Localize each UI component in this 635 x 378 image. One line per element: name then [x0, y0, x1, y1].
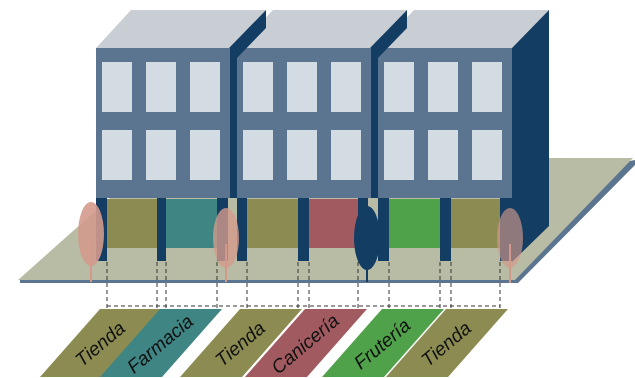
building-2-roof [237, 10, 407, 48]
pillar [378, 198, 389, 261]
pillar [298, 198, 309, 261]
window [190, 62, 220, 112]
window [146, 62, 176, 112]
window [102, 130, 132, 180]
storefront [107, 199, 157, 248]
pillars [96, 198, 513, 261]
buildings [96, 10, 549, 262]
building-1-side [229, 10, 266, 198]
tree-icon [78, 202, 104, 282]
building-3-roof [378, 10, 549, 48]
window [472, 130, 502, 180]
building-2-side [370, 10, 407, 198]
storefront [309, 199, 358, 248]
trees [78, 202, 523, 283]
leader-lines [106, 262, 501, 310]
window [146, 130, 176, 180]
shop-tag-shape [386, 309, 508, 377]
storefront [166, 199, 217, 248]
window [384, 130, 414, 180]
window [428, 62, 458, 112]
storefront [247, 199, 298, 248]
shop-tag-shape [100, 309, 222, 377]
shop-tag-shape [40, 309, 162, 377]
pillar [440, 198, 451, 261]
window [384, 62, 414, 112]
window [287, 130, 317, 180]
pillar [157, 198, 166, 261]
tree-icon [213, 208, 239, 282]
window [428, 130, 458, 180]
window [287, 62, 317, 112]
storefront [451, 199, 500, 248]
pillar [237, 198, 247, 261]
storefronts [107, 199, 500, 248]
shop-tag-shape [180, 309, 302, 377]
tree-icon [354, 206, 380, 282]
window [243, 130, 273, 180]
storefront [389, 199, 440, 248]
shop-tag-shape [245, 309, 367, 377]
windows [102, 62, 502, 180]
window [190, 130, 220, 180]
tree-icon [497, 208, 523, 283]
window [331, 62, 361, 112]
window [102, 62, 132, 112]
shop-tag-shape [322, 309, 444, 377]
window [243, 62, 273, 112]
building-1-roof [96, 10, 266, 48]
window [472, 62, 502, 112]
building-3-side [512, 10, 549, 262]
window [331, 130, 361, 180]
